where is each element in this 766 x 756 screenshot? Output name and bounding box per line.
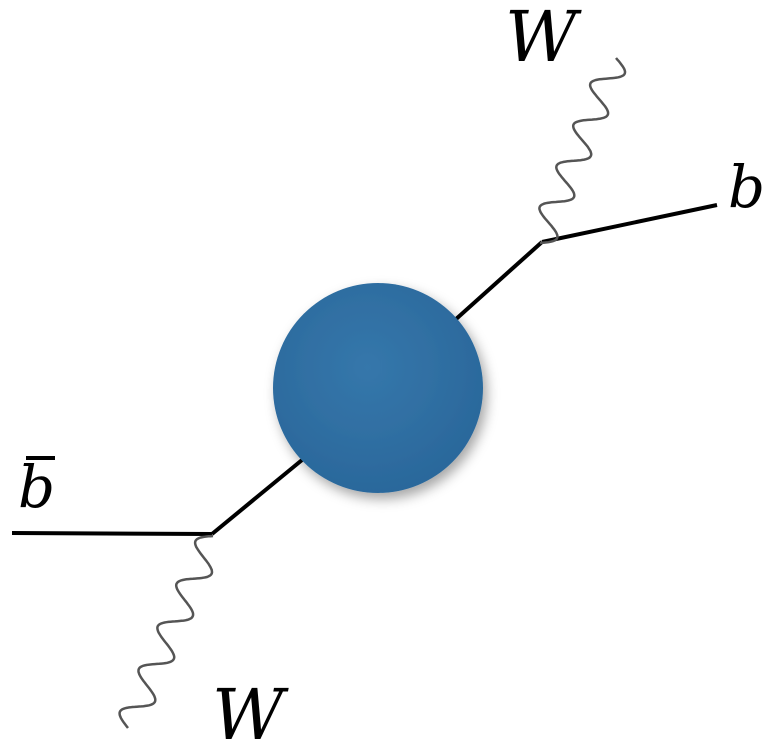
- w-boson-line-upper: [538, 57, 627, 245]
- label-w-boson-lower: W: [212, 674, 284, 756]
- label-b-antiquark: b: [18, 456, 56, 516]
- fermion-line-upper-inner: [453, 240, 544, 322]
- label-b-quark: b: [728, 153, 766, 221]
- antiparticle-bar: [26, 456, 56, 460]
- fermion-line-bbar-outgoing: [11, 531, 213, 536]
- label-b-antiquark-letter: b: [18, 453, 56, 521]
- w-boson-line-lower: [118, 534, 214, 729]
- fermion-line-b-outgoing: [541, 203, 718, 244]
- interaction-blob: [273, 283, 483, 493]
- fermion-line-lower-inner: [210, 458, 304, 536]
- label-w-boson-upper: W: [505, 0, 577, 78]
